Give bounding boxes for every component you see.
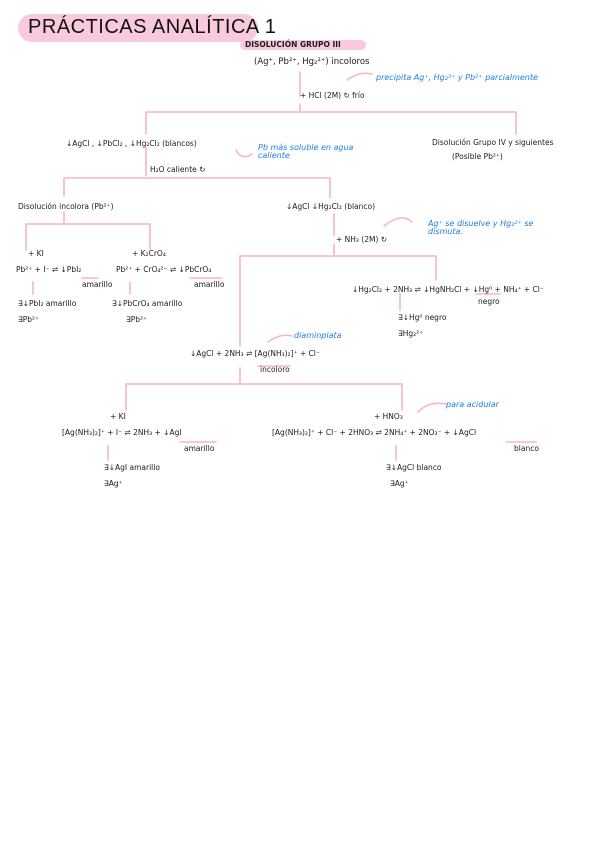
nh3-reagent: + NH₃ (2M) ↻ bbox=[336, 235, 388, 244]
pbi2-result: ∃↓PbI₂ amarillo bbox=[18, 299, 77, 308]
mercury-color: negro bbox=[478, 297, 500, 306]
agcl-color: blanco bbox=[514, 444, 539, 453]
note-diaminplata: diaminplata bbox=[294, 331, 342, 340]
pbi2-color: amarillo bbox=[82, 280, 113, 289]
pbi2-confirmation: ∃Pb²⁺ bbox=[18, 315, 39, 324]
mercury-equation: ↓Hg₂Cl₂ + 2NH₃ ⇌ ↓HgNH₂Cl + ↓Hg⁰ + NH₄⁺ … bbox=[352, 285, 544, 294]
ki-reagent-pb: + KI bbox=[28, 249, 44, 258]
mercury-confirmation: ∃Hg₂²⁺ bbox=[398, 329, 424, 338]
group-iv-solution: Disolución Grupo IV y siguientes bbox=[432, 138, 554, 147]
hot-water-step: H₂O caliente ↻ bbox=[150, 165, 206, 174]
mercury-result: ∃↓Hg⁰ negro bbox=[398, 313, 447, 322]
k2cro4-reagent: + K₂CrO₄ bbox=[132, 249, 166, 258]
note-precipitate: precipita Ag⁺, Hg₂²⁺ y Pb²⁺ parcialmente bbox=[376, 73, 538, 82]
group-ions: (Ag⁺, Pb²⁺, Hg₂²⁺) incoloros bbox=[254, 57, 370, 67]
group-iv-subtitle: (Posible Pb²⁺) bbox=[452, 152, 503, 161]
agi-equation: [Ag(NH₃)₂]⁺ + I⁻ ⇌ 2NH₃ + ↓AgI bbox=[62, 428, 182, 437]
pbcro4-confirmation: ∃Pb²⁺ bbox=[126, 315, 147, 324]
pbi2-equation: Pb²⁺ + I⁻ ⇌ ↓PbI₂ bbox=[16, 265, 82, 274]
note-acidify: para acidular bbox=[446, 400, 499, 409]
agi-result: ∃↓AgI amarillo bbox=[104, 463, 160, 472]
note-ag-dissolves: Ag⁺ se disuelve y Hg₂²⁺ se dismuta. bbox=[428, 219, 534, 237]
diammine-equation: ↓AgCl + 2NH₃ ⇌ [Ag(NH₃)₂]⁺ + Cl⁻ bbox=[190, 349, 320, 358]
residue-precipitates: ↓AgCl ↓Hg₂Cl₂ (blanco) bbox=[286, 202, 376, 211]
ki-reagent-ag: + KI bbox=[110, 412, 126, 421]
title-highlight bbox=[18, 14, 258, 42]
agcl-confirmation: ∃Ag⁺ bbox=[390, 479, 409, 488]
agcl-result: ∃↓AgCl blanco bbox=[386, 463, 442, 472]
note-pb-soluble: Pb más soluble en agua caliente bbox=[258, 143, 354, 161]
pbcro4-color: amarillo bbox=[194, 280, 225, 289]
hno3-reagent: + HNO₃ bbox=[374, 412, 403, 421]
pbcro4-equation: Pb²⁺ + CrO₄²⁻ ⇌ ↓PbCrO₄ bbox=[116, 265, 212, 274]
chloride-precipitates: ↓AgCl , ↓PbCl₂ , ↓Hg₂Cl₂ (blancos) bbox=[66, 139, 197, 148]
hcl-reagent: + HCl (2M) ↻ frío bbox=[300, 91, 365, 100]
page-title: PRÁCTICAS ANALÍTICA 1 bbox=[28, 16, 277, 38]
colorless-solution: Disolución incolora (Pb²⁺) bbox=[18, 202, 114, 211]
agi-confirmation: ∃Ag⁺ bbox=[104, 479, 123, 488]
agi-color: amarillo bbox=[184, 444, 215, 453]
group-title: DISOLUCIÓN GRUPO III bbox=[245, 40, 341, 49]
diammine-color: incoloro bbox=[260, 365, 290, 374]
pbcro4-result: ∃↓PbCrO₄ amarillo bbox=[112, 299, 183, 308]
agcl-reprecipitation-equation: [Ag(NH₃)₂]⁺ + Cl⁻ + 2HNO₃ ⇌ 2NH₄⁺ + 2NO₃… bbox=[272, 428, 477, 437]
